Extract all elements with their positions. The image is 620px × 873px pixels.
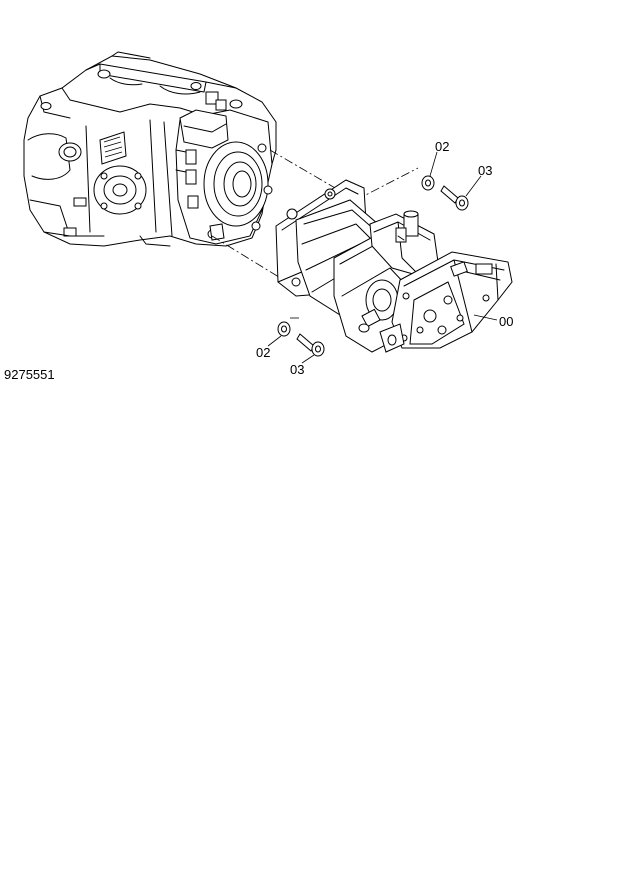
callout-washer-upper: 02: [435, 139, 450, 154]
callout-bolt-upper: 03: [478, 163, 493, 178]
hydraulic-motor-assembly: [275, 179, 513, 353]
callout-bolt-lower: 03: [290, 362, 305, 377]
washer-02-upper: [421, 175, 435, 191]
bolt-03-upper: [440, 185, 469, 211]
callout-motor-assy: 00: [499, 314, 514, 329]
transmission-housing: [23, 51, 277, 247]
callout-washer-lower: 02: [256, 345, 271, 360]
bolt-03-lower: [296, 333, 325, 357]
figure-id: 9275551: [4, 367, 55, 382]
washer-02-lower: [277, 321, 291, 337]
leader-lines: [267, 151, 498, 364]
